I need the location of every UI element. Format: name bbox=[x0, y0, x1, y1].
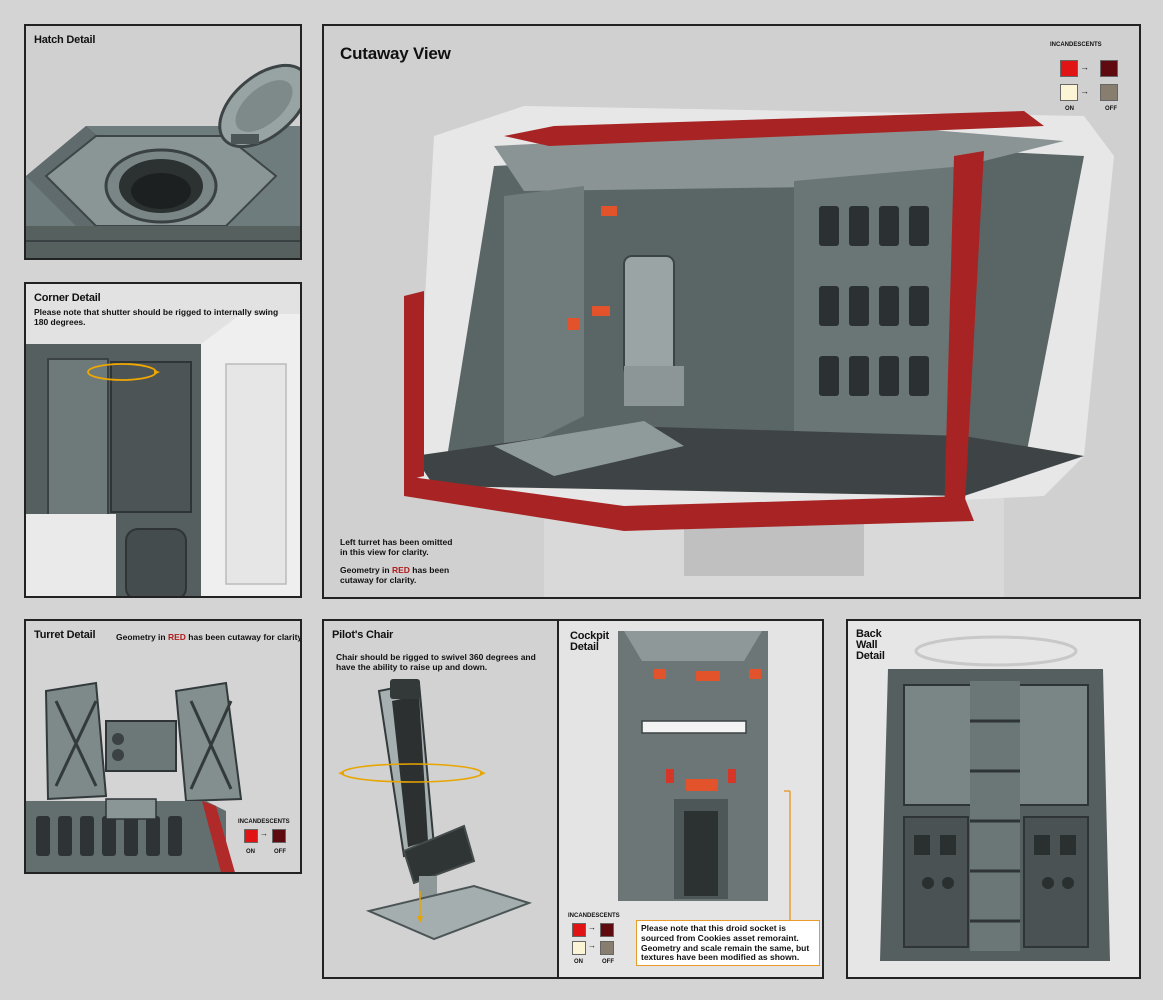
cutaway-note-turret: Left turret has been omitted in this vie… bbox=[340, 537, 453, 557]
swatch-red-on bbox=[1060, 60, 1078, 77]
swatch-red-off bbox=[1100, 60, 1118, 77]
swatch-cream-on bbox=[1060, 84, 1078, 101]
arrow-right-icon: → bbox=[1080, 86, 1089, 96]
note-red-text: RED bbox=[167, 632, 186, 642]
swatch-red-on bbox=[244, 829, 258, 843]
incandescents-legend: INCANDESCENTS → ON OFF bbox=[238, 819, 300, 865]
swatch-cream-off bbox=[600, 941, 614, 955]
panel-title: Corner Detail bbox=[34, 292, 101, 304]
swatch-red-off bbox=[272, 829, 286, 843]
legend-title: INCANDESCENTS bbox=[238, 819, 290, 825]
back-wall-detail-panel: Back Wall Detail bbox=[846, 619, 1141, 979]
legend-on-label: ON bbox=[574, 959, 583, 965]
turret-detail-panel: Turret Detail Geometry in RED has been c… bbox=[24, 619, 302, 874]
droid-socket-callout: Please note that this droid socket is so… bbox=[636, 920, 820, 966]
corner-render bbox=[26, 284, 300, 596]
cutaway-view-panel: Cutaway View INCANDESCENTS → → ON OFF Le… bbox=[322, 24, 1141, 599]
corner-note: Please note that shutter should be rigge… bbox=[34, 307, 279, 327]
swatch-cream-on bbox=[572, 941, 586, 955]
cockpit-title: Cockpit Detail bbox=[570, 630, 609, 653]
note-text: Geometry in bbox=[116, 632, 168, 642]
legend-off-label: OFF bbox=[1105, 106, 1117, 112]
corner-detail-panel: Corner Detail Please note that shutter s… bbox=[24, 282, 302, 598]
pilot-chair-panel: Pilot's Chair Chair should be rigged to … bbox=[322, 619, 824, 979]
arrow-right-icon: → bbox=[260, 829, 268, 838]
hatch-render bbox=[26, 26, 300, 258]
panel-title: Turret Detail bbox=[34, 629, 96, 641]
note-text: has been cutaway for clarity. bbox=[340, 565, 450, 585]
cutaway-render bbox=[324, 26, 1139, 597]
swatch-cream-off bbox=[1100, 84, 1118, 101]
arrow-right-icon: → bbox=[588, 923, 596, 932]
panel-title: Cutaway View bbox=[340, 44, 451, 63]
panel-title: Pilot's Chair bbox=[332, 629, 394, 641]
legend-title: INCANDESCENTS bbox=[568, 913, 620, 919]
chair-note: Chair should be rigged to swivel 360 deg… bbox=[336, 652, 536, 672]
turret-note: Geometry in RED has been cutaway for cla… bbox=[116, 632, 302, 643]
note-text: Geometry in bbox=[340, 565, 392, 575]
panel-title: Back Wall Detail bbox=[856, 628, 885, 662]
swatch-red-off bbox=[600, 923, 614, 937]
legend-on-label: ON bbox=[1065, 106, 1074, 112]
back-wall-render bbox=[848, 621, 1139, 977]
panel-title: Hatch Detail bbox=[34, 34, 96, 46]
legend-off-label: OFF bbox=[274, 849, 286, 855]
note-text: has been cutaway for clarity. bbox=[185, 632, 302, 642]
pilot-chair-render bbox=[324, 621, 822, 977]
incandescents-legend: INCANDESCENTS → → ON OFF bbox=[568, 913, 634, 973]
legend-off-label: OFF bbox=[602, 959, 614, 965]
cutaway-note-geometry: Geometry in RED has been cutaway for cla… bbox=[340, 565, 450, 586]
turret-render bbox=[26, 621, 300, 872]
legend-on-label: ON bbox=[246, 849, 255, 855]
arrow-right-icon: → bbox=[1080, 62, 1089, 72]
swatch-red-on bbox=[572, 923, 586, 937]
hatch-detail-panel: Hatch Detail bbox=[24, 24, 302, 260]
incandescents-legend: INCANDESCENTS → → ON OFF bbox=[1042, 42, 1132, 122]
note-red-text: RED bbox=[391, 565, 410, 575]
arrow-right-icon: → bbox=[588, 941, 596, 950]
legend-title: INCANDESCENTS bbox=[1050, 42, 1102, 48]
